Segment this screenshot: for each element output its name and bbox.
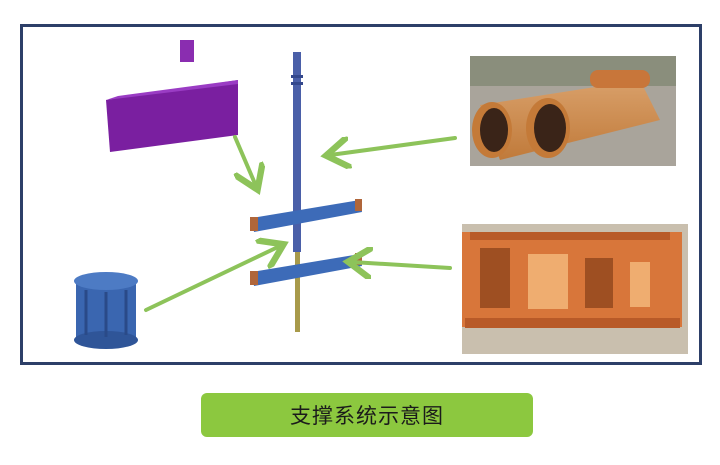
crossbeam-upper — [250, 199, 362, 232]
arrows — [144, 135, 457, 312]
steel-frames-photo — [462, 224, 688, 354]
steel-cylinder-base — [74, 272, 138, 349]
arrow-cylinder-to-joint — [144, 246, 280, 312]
caption-label: 支撑系统示意图 — [201, 393, 533, 437]
arrow-pipe-to-column — [330, 136, 457, 155]
steel-column — [291, 52, 303, 332]
steel-pipes-photo — [470, 56, 676, 166]
arrow-bracket-to-beam — [233, 135, 256, 186]
purple-bracket-part — [106, 40, 238, 152]
crossbeam-lower — [250, 253, 362, 286]
arrow-frame-to-beam — [352, 262, 452, 268]
